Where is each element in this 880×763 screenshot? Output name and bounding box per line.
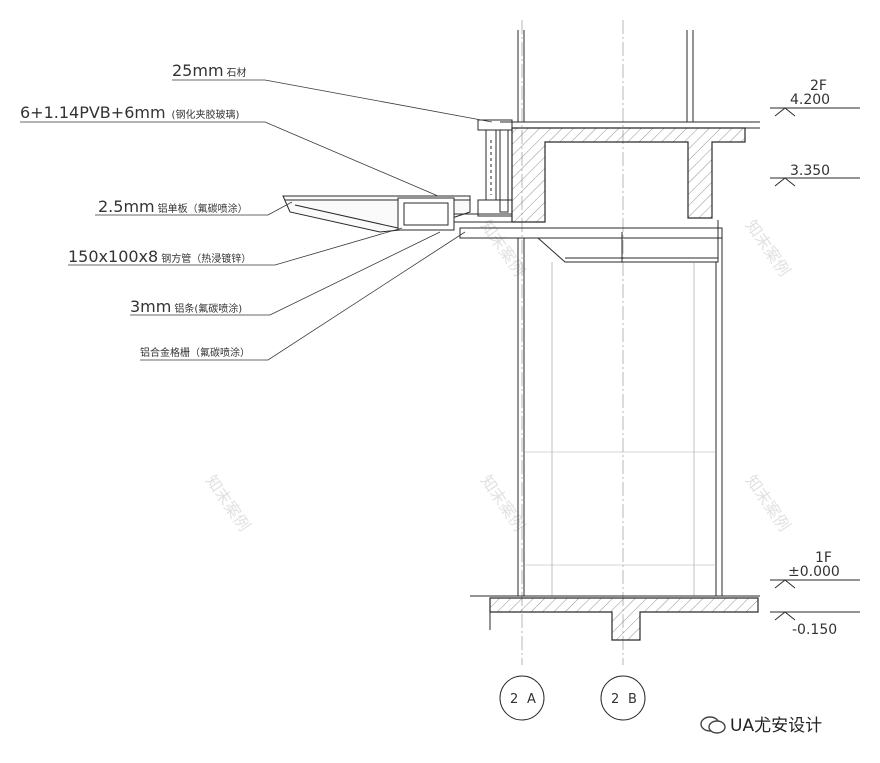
- brand-badge: UA尤安设计: [700, 711, 822, 736]
- glass-main: 6+1.14PVB+6mm: [20, 103, 166, 122]
- grid-axis-lines: [521, 20, 624, 665]
- canopy: [282, 195, 723, 263]
- ground-slab: [470, 595, 760, 641]
- svg-text:6+1.14PVB+6mm(钢化夹胶玻璃): 6+1.14PVB+6mm (钢化夹胶玻璃): [20, 103, 239, 122]
- watermark-text: 知末案例: [742, 216, 794, 279]
- grid-bubble-b: 2 B: [600, 675, 646, 721]
- alu-strip-main: 3mm: [130, 297, 171, 316]
- grid-a-num: 2: [510, 692, 518, 707]
- stone-sub: 石材: [227, 66, 247, 79]
- grid-bubble-a: 2 A: [499, 675, 545, 721]
- floor-label-1f: 1F: [815, 550, 832, 566]
- alu-profile-sub: 铝合金格栅（氟碳喷涂）: [140, 346, 250, 359]
- leader-lines: [20, 79, 493, 361]
- steel-tube-sub: 钢方管（热浸镀锌）: [161, 252, 251, 265]
- watermark-text: 知末案例: [742, 471, 794, 534]
- floor-label-2f: 2F: [810, 78, 827, 94]
- level-4200: 4.200: [790, 92, 830, 108]
- level-3350: 3.350: [790, 163, 830, 179]
- alu-strip-sub: 铝条(氟碳喷涂): [174, 302, 242, 315]
- enclosure-wall: [517, 238, 723, 596]
- brand-name: UA尤安设计: [730, 716, 823, 736]
- grid-b-num: 2: [611, 692, 619, 707]
- stone-main: 25mm: [172, 61, 224, 80]
- level-0000: ±0.000: [788, 564, 840, 580]
- hanger-rods: [517, 30, 694, 122]
- grid-b-letter: B: [628, 692, 637, 707]
- alu-panel-sub: 铝单板（氟碳喷涂）: [158, 202, 248, 215]
- watermark-text: 知末案例: [477, 216, 529, 279]
- glass-railing: [477, 119, 513, 217]
- wechat-icon: [700, 716, 726, 734]
- level-markers: [770, 107, 860, 621]
- glass-sub: (钢化夹胶玻璃): [172, 108, 240, 121]
- svg-text:铝合金格栅（氟碳喷涂）: 铝合金格栅（氟碳喷涂）: [140, 346, 250, 359]
- alu-panel-main: 2.5mm: [98, 197, 155, 216]
- grid-a-letter: A: [527, 692, 536, 707]
- upper-slab: [500, 121, 760, 223]
- watermark-text: 知末案例: [477, 471, 529, 534]
- watermark-text: 知末案例: [202, 471, 254, 534]
- steel-tube-main: 150x100x8: [68, 247, 158, 266]
- watermarks: 知末案例 知末案例 知末案例 知末案例 知末案例: [202, 216, 794, 534]
- level-neg0150: -0.150: [792, 622, 837, 638]
